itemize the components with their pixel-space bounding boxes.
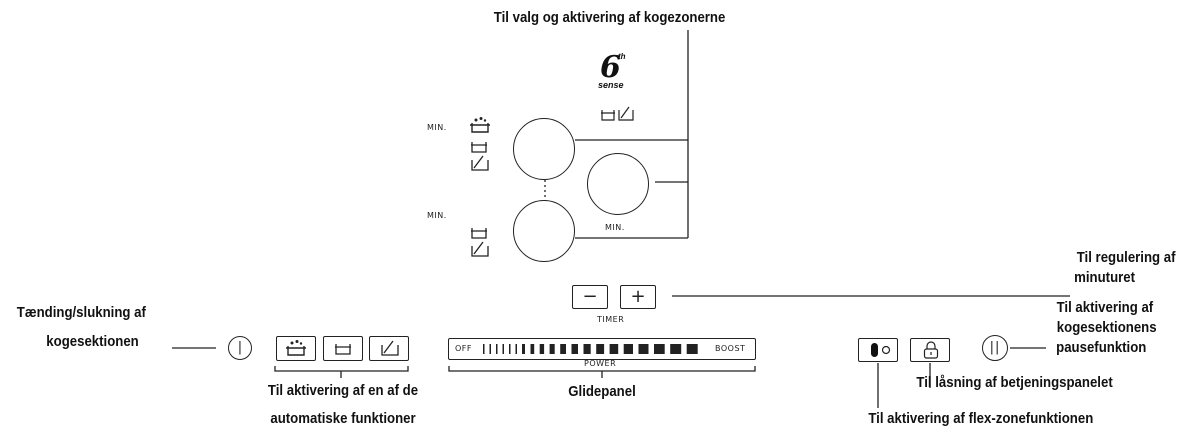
cooking-zone-bottom-left <box>513 200 575 262</box>
sixth-sense-sup: th <box>618 52 626 61</box>
power-slider[interactable]: OFF BOOST <box>448 338 756 360</box>
slider-tick <box>571 344 578 354</box>
pan-spoon-icon <box>471 155 489 171</box>
slider-tick <box>549 344 555 354</box>
timer-label: TIMER <box>597 315 625 324</box>
label-lock: Til låsning af betjeningspanelet <box>916 374 1113 391</box>
slider-tick <box>560 344 566 354</box>
cooking-zone-right <box>587 153 649 215</box>
label-auto-line2: automatiske funktioner <box>270 410 416 427</box>
slider-tick <box>483 344 485 354</box>
cooking-zone-top-left <box>513 118 575 180</box>
label-power-line2: kogesektionen <box>46 333 139 350</box>
label-pause-line2: kogesektionens <box>1056 319 1157 336</box>
power-icon: | <box>237 340 243 355</box>
auto-pot-button[interactable] <box>323 336 363 361</box>
pot-icon <box>335 344 351 355</box>
sixth-sense-word: sense <box>598 80 624 90</box>
sixth-sense-digit: 6 <box>600 50 621 85</box>
pan-spoon-icon <box>471 241 489 257</box>
slider-tick <box>539 344 545 354</box>
label-pause-line3: pausefunktion <box>1056 339 1147 356</box>
flex-zone-icon <box>871 343 891 357</box>
pan-spoon-icon <box>381 340 399 356</box>
timer-minus-button[interactable]: − <box>572 285 608 309</box>
pot-icon <box>471 228 487 239</box>
flex-zone-button[interactable] <box>858 338 898 362</box>
slider-tick <box>686 344 698 354</box>
slider-tick <box>522 344 525 354</box>
slider-boost-label: BOOST <box>715 344 746 353</box>
slider-tick <box>670 344 682 354</box>
slider-off-label: OFF <box>455 344 472 353</box>
slider-tick <box>502 344 504 354</box>
pause-icon: || <box>989 340 1001 355</box>
slider-ticks <box>483 344 698 354</box>
boil-icon <box>470 117 490 133</box>
label-power-line1: Tænding/slukning af <box>16 304 146 321</box>
label-pause-line1: Til aktivering af <box>1056 299 1154 316</box>
label-zone-select: Til valg og aktivering af kogezonerne <box>493 9 726 26</box>
min-label-right: MIN. <box>605 223 625 232</box>
auto-pan-button[interactable] <box>369 336 409 361</box>
label-timer-line2: minuturet <box>1074 269 1136 286</box>
pot-icon <box>471 142 487 153</box>
boil-icon <box>286 340 306 356</box>
slider-tick <box>623 344 633 354</box>
lock-button[interactable] <box>910 338 950 362</box>
slider-power-label: POWER <box>584 359 617 368</box>
label-timer-line1: Til regulering af <box>1076 249 1176 266</box>
slider-tick <box>609 344 619 354</box>
slider-tick <box>583 344 591 354</box>
sixth-sense-logo: 6 th sense <box>598 50 638 92</box>
min-label-bottom: MIN. <box>427 211 447 220</box>
slider-tick <box>654 344 665 354</box>
pan-spoon-icon <box>618 106 634 121</box>
slider-tick <box>596 344 605 354</box>
power-button[interactable]: | <box>228 336 252 360</box>
pause-button[interactable]: || <box>982 335 1008 361</box>
slider-tick <box>530 344 535 354</box>
auto-boil-button[interactable] <box>276 336 316 361</box>
slider-tick <box>638 344 649 354</box>
label-auto-line1: Til aktivering af en af de <box>267 382 419 399</box>
slider-tick <box>496 344 498 354</box>
slider-tick <box>509 344 511 354</box>
min-label-top: MIN. <box>427 123 447 132</box>
slider-tick <box>515 344 517 354</box>
label-flex: Til aktivering af flex-zonefunktionen <box>868 410 1094 427</box>
timer-plus-button[interactable]: + <box>620 285 656 309</box>
lock-icon <box>923 341 939 359</box>
slider-tick <box>489 344 491 354</box>
pot-icon <box>601 110 615 121</box>
label-slider: Glidepanel <box>568 383 636 400</box>
